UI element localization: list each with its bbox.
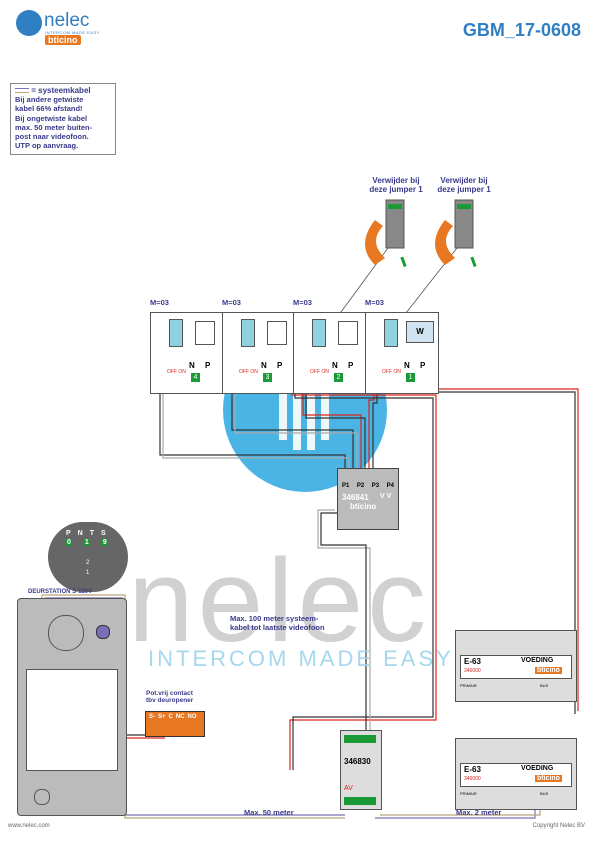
supply-model: E-63 <box>464 765 481 774</box>
power-supply-face: E-63 VOEDING 346000 bticino <box>460 763 572 787</box>
brand-name: nelec <box>44 10 90 31</box>
p-value: 4 <box>191 373 200 382</box>
dip-switch-label: OFF ON <box>239 369 258 375</box>
monitor-label: M=03 <box>293 298 312 307</box>
supply-type: VOEDING <box>521 657 554 664</box>
note-line: Bij ongetwiste kabel <box>15 113 88 123</box>
monitor-unit: OFF ON N P 4 <box>150 312 224 394</box>
interface-terminal-bottom <box>344 797 376 805</box>
distributor-code: 346841 <box>342 493 369 502</box>
dip-switch-label: OFF ON <box>167 369 186 375</box>
footer-copyright: Copyright Nelec BV <box>532 823 585 829</box>
camera-lens <box>96 625 110 639</box>
p-value: 3 <box>263 373 272 382</box>
monitor-screen-icon <box>338 321 358 345</box>
note-line: post naar videofoon. <box>15 132 89 142</box>
supply-primair: PRIMAIR <box>460 683 477 688</box>
jumper-arrows <box>365 220 455 265</box>
interface-label: AV <box>344 785 353 792</box>
monitor-label: M=03 <box>365 298 384 307</box>
door-station-board <box>26 669 118 771</box>
supply-primair: PRIMAIR <box>460 791 477 796</box>
note-title: = systeemkabel <box>15 86 111 95</box>
dip-switch-label: OFF ON <box>382 369 401 375</box>
supply-type: VOEDING <box>521 765 554 772</box>
p-label: P <box>205 361 211 370</box>
monitor-unit: W OFF ON N P 1 <box>365 312 439 394</box>
supply-bus: BUS <box>540 683 549 688</box>
monitor-label: M=03 <box>150 298 169 307</box>
supply-code: 346000 <box>464 668 481 674</box>
monitor-label: M=03 <box>222 298 241 307</box>
interface-346830: 346830 AV <box>340 730 382 810</box>
monitor-screen-icon <box>267 321 287 345</box>
p-value: 2 <box>334 373 343 382</box>
supply-brand: bticino <box>535 667 562 674</box>
supply-code: 346000 <box>464 776 481 782</box>
distributor-brand: bticino <box>350 502 377 511</box>
power-supply-face: E-63 VOEDING 346000 bticino <box>460 655 572 679</box>
systeem-cable-note: Max. 100 meter systeem-kabel tot laatste… <box>230 614 325 632</box>
dip-switch-label: OFF ON <box>310 369 329 375</box>
switch-value: 2 <box>86 560 90 566</box>
terminal-block <box>241 319 255 347</box>
monitor-w-screen: W <box>406 321 434 343</box>
p-label: P <box>277 361 283 370</box>
monitor-unit: OFF ON N P 3 <box>222 312 296 394</box>
supply-model: E-63 <box>464 657 481 666</box>
terminal-block <box>169 319 183 347</box>
note-line: UTP op aanvraag. <box>15 141 79 151</box>
n-label: N <box>332 361 338 370</box>
button-icon <box>34 789 50 805</box>
door-station-title: DEURSTATION S-120V <box>28 589 93 595</box>
door-station <box>17 598 127 816</box>
monitor-unit: OFF ON N P 2 <box>293 312 367 394</box>
note-line: max. 50 meter buiten- <box>15 122 93 132</box>
speaker-grille <box>48 615 84 651</box>
watermark-word: nelec <box>128 535 431 667</box>
monitor-screen-icon <box>195 321 215 345</box>
note-line: kabel 66% afstand! <box>15 104 83 114</box>
supply-brand: bticino <box>535 775 562 782</box>
door-distance-note: Max. 50 meter <box>244 808 294 817</box>
p-label: P <box>348 361 354 370</box>
switch-value: 1 <box>86 570 90 576</box>
nelec-logo-icon <box>16 10 42 36</box>
watermark-slogan: INTERCOM MADE EASY <box>148 646 454 671</box>
supply-distance-note: Max. 2 meter <box>456 808 502 817</box>
note-line: Bij andere getwiste <box>15 95 84 104</box>
n-label: N <box>189 361 195 370</box>
footer-website: www.nelec.com <box>8 823 50 829</box>
document-code: GBM_17-0608 <box>462 20 581 40</box>
brand-tagline: INTERCOM MADE EASY <box>45 30 100 35</box>
distributor-out: V V <box>380 493 392 500</box>
interface-terminal-top <box>344 735 376 743</box>
terminal-block <box>384 319 398 347</box>
partner-brand: bticino <box>45 35 81 45</box>
p-label: P <box>420 361 426 370</box>
power-supply: E-63 VOEDING 346000 bticino PRIMAIR BUS <box>455 738 577 810</box>
supply-bus: BUS <box>540 791 549 796</box>
interface-code: 346830 <box>344 757 371 766</box>
cable-note: = systeemkabel Bij andere getwiste kabel… <box>10 83 116 155</box>
terminal-block <box>312 319 326 347</box>
jumper-terminals <box>385 199 477 268</box>
n-label: N <box>261 361 267 370</box>
p-value: 1 <box>406 373 415 382</box>
n-label: N <box>404 361 410 370</box>
power-supply: E-63 VOEDING 346000 bticino PRIMAIR BUS <box>455 630 577 702</box>
